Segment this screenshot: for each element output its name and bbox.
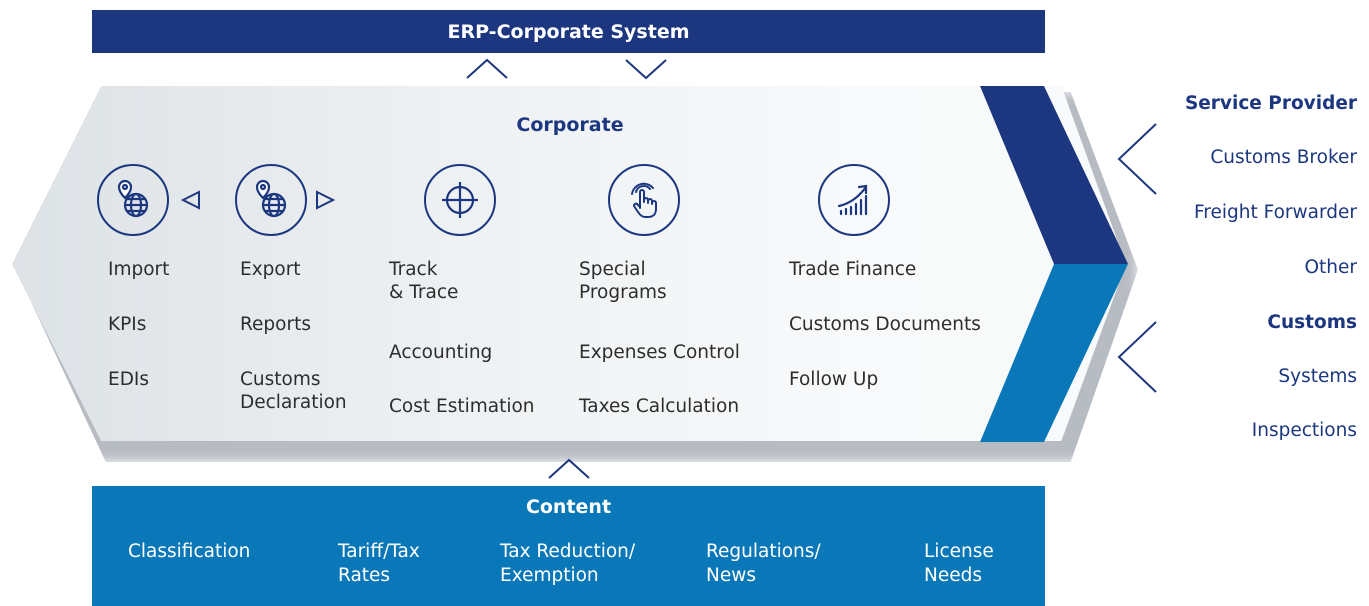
content-item-regulations-news: Regulations/ News (706, 541, 821, 586)
triangle-left-icon (180, 189, 202, 215)
corporate-arrow-head (980, 86, 1128, 442)
customs-title: Customs (1267, 312, 1357, 333)
corporate-item-customs-declaration: Customs Declaration (240, 369, 347, 413)
content-item-tariff-tax-rates: Tariff/Tax Rates (338, 541, 420, 586)
corporate-item-expenses-control: Expenses Control (579, 342, 740, 363)
customs-inspections: Inspections (1251, 420, 1357, 441)
customs-systems: Systems (1278, 366, 1357, 387)
service-provider-customs-broker: Customs Broker (1210, 147, 1357, 168)
corporate-item-trade-finance: Trade Finance (789, 259, 917, 280)
chevron-up-icon (548, 458, 590, 480)
corporate-item-reports: Reports (240, 314, 311, 335)
corporate-item-kpis: KPIs (108, 314, 147, 335)
corporate-item-import: Import (108, 259, 170, 280)
globe-pin-export-icon (235, 164, 307, 236)
content-item-license-needs: License Needs (924, 541, 994, 586)
corporate-item-special-programs: Special Programs (579, 259, 667, 303)
corporate-item-follow-up: Follow Up (789, 369, 879, 390)
chevron-down-icon (625, 58, 667, 80)
corporate-item-accounting: Accounting (389, 342, 493, 363)
corporate-title: Corporate (516, 114, 624, 136)
growth-chart-icon (818, 164, 890, 236)
corporate-item-customs-documents: Customs Documents (789, 314, 981, 335)
corporate-item-cost-estimation: Cost Estimation (389, 396, 535, 417)
crosshair-icon (424, 164, 496, 236)
content-item-tax-reduction: Tax Reduction/ Exemption (500, 541, 636, 586)
content-bar: Content Classification Tariff/Tax Rates … (92, 486, 1045, 606)
chevron-up-icon (466, 58, 508, 80)
globe-pin-import-icon (97, 164, 169, 236)
corporate-item-export: Export (240, 259, 301, 280)
pointer-hand-icon (608, 164, 680, 236)
service-provider-freight-forwarder: Freight Forwarder (1193, 202, 1357, 223)
corporate-item-taxes-calculation: Taxes Calculation (579, 396, 740, 417)
erp-system-bar: ERP-Corporate System (92, 10, 1045, 53)
chevron-left-icon (1116, 122, 1158, 196)
content-item-classification: Classification (128, 541, 251, 562)
service-provider-other: Other (1304, 257, 1357, 278)
corporate-item-edis: EDIs (108, 369, 150, 390)
service-provider-title: Service Provider (1184, 93, 1357, 114)
corporate-item-track-trace: Track & Trace (389, 259, 459, 303)
content-title: Content (525, 496, 612, 518)
erp-system-title: ERP-Corporate System (447, 20, 690, 43)
triangle-right-icon (314, 189, 336, 215)
chevron-left-icon (1116, 320, 1158, 394)
corporate-panel (12, 86, 1126, 441)
